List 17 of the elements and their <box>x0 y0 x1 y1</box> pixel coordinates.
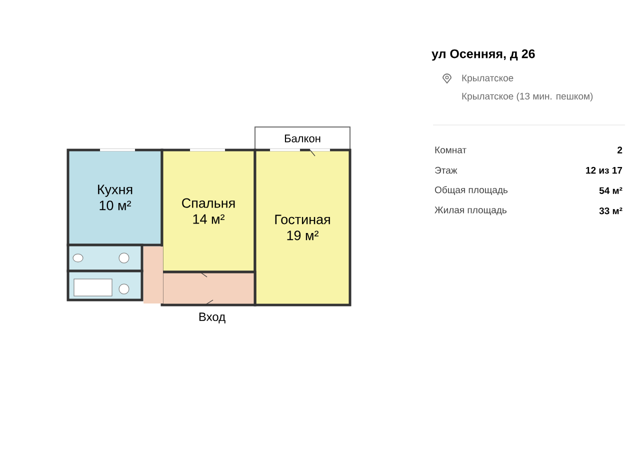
property-value: 12 из 17 <box>586 166 622 174</box>
heading: ул Осенняя, д 26 <box>432 49 535 61</box>
district-text: Крылатское <box>462 74 514 84</box>
room: Спальня 14 м² <box>160 148 256 274</box>
property-name: Этаж <box>435 166 458 174</box>
entrance-label: Вход <box>199 312 226 324</box>
property-name: Жилая площадь <box>434 206 506 216</box>
balcony: Балкон <box>254 126 350 150</box>
property-value: 2 <box>618 146 622 154</box>
property-value: 33 м² <box>599 208 622 214</box>
property-name: Комнат <box>435 146 466 154</box>
property-value: 54 м² <box>599 187 622 194</box>
room: Кухня 10 м² <box>66 148 164 246</box>
property-name: Общая площадь <box>435 186 508 196</box>
room: Гостиная 19 м² <box>254 148 352 306</box>
metro-text: Крылатское (13 мин. пешком) <box>462 92 593 102</box>
hallway <box>144 246 256 306</box>
